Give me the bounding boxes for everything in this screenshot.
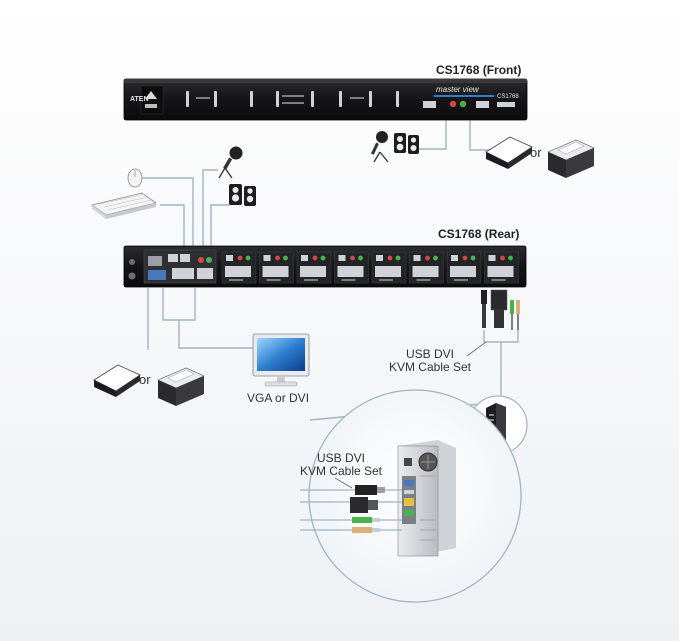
- front-audio-cable: [418, 120, 447, 150]
- cable-set-bracket: [483, 330, 519, 343]
- console-speakers-icon: [229, 184, 256, 206]
- kvm-port-group: [446, 251, 482, 284]
- keyboard-icon: [91, 192, 157, 219]
- speaker-cable: [210, 204, 230, 246]
- inset-callout-arrow: [334, 477, 353, 489]
- front-panel: [123, 78, 528, 121]
- inset-computer-tower-icon: [397, 440, 456, 557]
- inset-cables: [300, 485, 402, 533]
- monitor-label: VGA or DVI: [247, 391, 310, 405]
- console-microphone-icon: [218, 146, 243, 179]
- mic-cable: [202, 169, 218, 246]
- monitor-cable-2: [178, 320, 254, 349]
- inset-callout-line1: USB DVI: [316, 451, 365, 465]
- cable-callout-line2: KVM Cable Set: [388, 360, 472, 375]
- inset-callout-line2: KVM Cable Set: [299, 464, 383, 479]
- or-rear: or: [139, 372, 151, 387]
- rear-title: CS1768 (Rear): [438, 227, 520, 241]
- rear-printer-icon: [157, 367, 205, 406]
- cable-callout: USB DVI KVM Cable Set: [388, 347, 472, 375]
- kvm-port-group: [296, 251, 332, 284]
- kvm-port-group: [409, 251, 444, 284]
- cable-callout-line1: USB DVI: [405, 347, 454, 361]
- front-scanner-icon: [485, 136, 533, 169]
- inset-callout: USB DVI KVM Cable Set: [299, 451, 383, 479]
- front-speakers-icon: [394, 133, 419, 154]
- cable-callout-arrow: [466, 341, 487, 357]
- or-front: or: [530, 145, 542, 160]
- keyboard-cable: [160, 204, 185, 246]
- front-printer-icon: [547, 139, 595, 178]
- kvm-port-group: [259, 251, 294, 284]
- front-product-line: master view: [436, 85, 480, 94]
- kvm-port-group: [484, 251, 519, 284]
- front-microphone-icon: [371, 131, 389, 163]
- kvm-port-group: [221, 251, 257, 284]
- front-brand: ATEN: [130, 96, 149, 103]
- front-title: CS1768 (Front): [436, 63, 522, 77]
- cable-set-connectors: [481, 289, 520, 330]
- monitor-icon: [252, 333, 310, 387]
- mouse-cable: [140, 177, 194, 246]
- front-model: CS1768: [497, 94, 519, 100]
- kvm-port-group: [371, 251, 407, 284]
- monitor-cable: [162, 288, 196, 321]
- kvm-port-group: [334, 251, 369, 284]
- rear-scanner-icon: [93, 364, 141, 397]
- mouse-icon: [127, 168, 143, 188]
- rear-kvm-ports: [221, 251, 519, 284]
